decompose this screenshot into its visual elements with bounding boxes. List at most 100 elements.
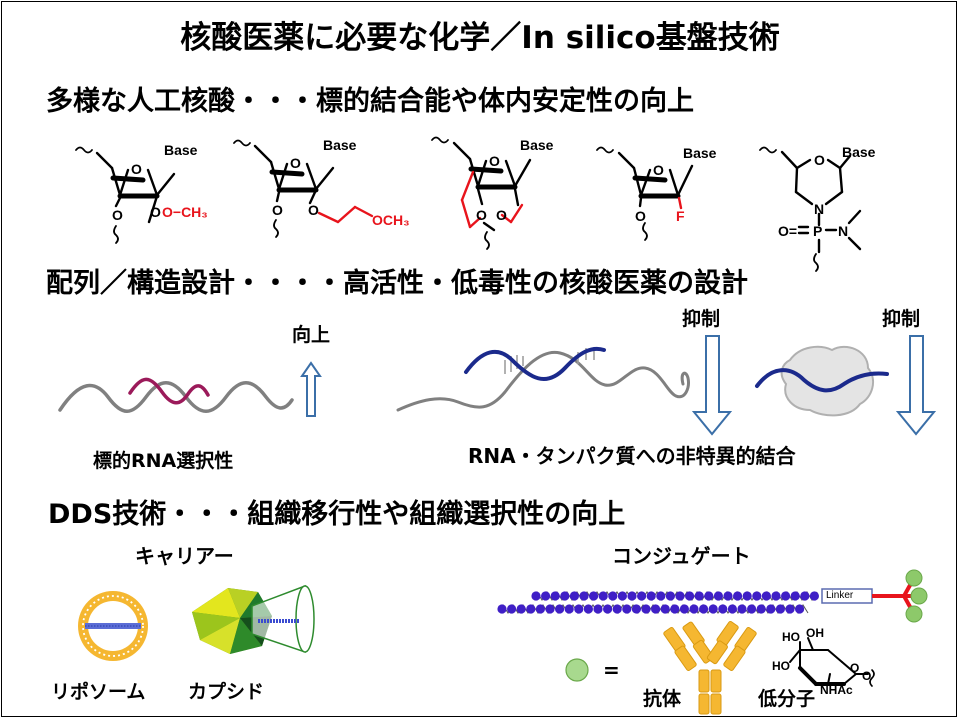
suppress-arrow-2 — [895, 335, 937, 436]
conjugate-title: コンジュゲート — [612, 544, 751, 568]
base-label: Base — [323, 137, 357, 153]
nucleotide-bead — [550, 591, 560, 601]
capsid — [192, 584, 315, 654]
protein-bound-oligo — [755, 368, 889, 393]
suppress-label-2: 抑制 — [882, 308, 921, 330]
nucleotide-bead — [593, 604, 603, 614]
base-label: Base — [520, 137, 554, 153]
nucleotide-bead — [564, 604, 574, 614]
nitrogen-label: N — [814, 201, 824, 217]
bound-oligo-strand — [464, 346, 606, 381]
nucleotide-bead — [617, 591, 628, 601]
nucleotide-bead — [608, 591, 618, 601]
nucleotide-bead — [809, 591, 820, 601]
liposome-label: リポソーム — [51, 681, 146, 703]
section-heading-dds: DDS技術・・・組織移行性や組織選択性の向上 — [48, 499, 626, 530]
nucleotide-bead — [747, 604, 757, 614]
nucleotide-bead — [685, 591, 695, 601]
structure-2-ome — [75, 146, 176, 244]
nucleotide-bead — [752, 591, 762, 601]
nucleotide-bead — [679, 604, 690, 614]
section-heading-artificial-nucleic-acids: 多様な人工核酸・・・標的結合能や体内安定性の向上 — [46, 86, 694, 117]
nucleotide-bead — [781, 591, 791, 601]
nucleotide-bead — [651, 604, 661, 614]
ligand-ball — [905, 569, 923, 587]
carrier-title: キャリアー — [135, 544, 234, 568]
antibody-label: 抗体 — [643, 688, 682, 710]
ho-label: HO — [782, 630, 800, 644]
nucleotide-bead — [641, 604, 651, 614]
ring-oxygen-label: O — [850, 661, 859, 675]
capsid-label: カプシド — [188, 681, 265, 703]
ring-oxygen-label: O — [489, 153, 500, 169]
nucleotide-bead — [579, 591, 589, 601]
nucleotide-bead — [800, 591, 810, 601]
nucleotide-bead — [589, 591, 599, 601]
nucleotide-bead — [646, 591, 656, 601]
nucleotide-bead — [694, 591, 704, 601]
nucleotide-bead — [622, 604, 632, 614]
nucleotide-bead — [727, 604, 738, 614]
oxygen-label: O — [635, 208, 646, 224]
nucleotide-bead — [733, 591, 743, 601]
nucleotide-bead — [569, 591, 580, 601]
nucleotide-bead — [631, 604, 642, 614]
nucleotide-bead — [497, 604, 507, 614]
nucleotide-bead — [627, 591, 637, 601]
nucleotide-bead — [526, 604, 536, 614]
liposome — [78, 591, 148, 661]
nucleotide-bead — [785, 604, 795, 614]
nucleotide-bead — [637, 591, 647, 601]
nucleotide-bead — [660, 604, 670, 614]
oxygen-label: O — [496, 207, 507, 223]
suppress-label-1: 抑制 — [682, 308, 721, 330]
antibody — [663, 621, 757, 715]
up-arrow — [300, 361, 322, 417]
structure-morpholino — [759, 146, 862, 272]
nucleotide-bead — [766, 604, 776, 614]
nucleotide-bead — [761, 591, 772, 601]
base-label: Base — [164, 142, 198, 158]
up-label: 向上 — [292, 324, 331, 346]
nhac-label: NHAc — [820, 683, 853, 697]
nucleotide-bead — [723, 591, 733, 601]
nucleotide-bead — [775, 604, 786, 614]
conjugate-backbone — [497, 591, 820, 614]
off-target-rna-strand — [396, 350, 690, 412]
nucleotide-bead — [689, 604, 699, 614]
ring-oxygen-label: O — [653, 162, 664, 178]
oxygen-label: O — [862, 669, 871, 683]
base-label: Base — [842, 144, 876, 160]
section-heading-sequence-design: 配列／構造設計・・・・高活性・低毒性の核酸医薬の設計 — [46, 268, 748, 299]
galnac-structure: HO OH HO O O NHAc — [772, 626, 875, 697]
nucleotide-bead — [598, 591, 608, 601]
nucleotide-bead — [756, 604, 766, 614]
oxygen-label: O — [112, 207, 123, 223]
nucleotide-bead — [612, 604, 622, 614]
nitrogen-label: N — [838, 223, 848, 239]
structure-2-fluoro — [596, 146, 694, 241]
nucleotide-bead — [670, 604, 680, 614]
base-label: Base — [683, 145, 717, 161]
nucleotide-bead — [541, 591, 551, 601]
nucleotide-bead — [718, 604, 728, 614]
oxygen-label: O — [272, 202, 283, 218]
nucleotide-bead — [560, 591, 570, 601]
nucleotide-bead — [574, 604, 584, 614]
phosphorus-label: P — [813, 223, 822, 239]
nucleotide-bead — [713, 591, 724, 601]
structure-2-moe — [233, 139, 374, 238]
ligand-legend-ball — [565, 658, 589, 682]
phosphoryl-oxygen-label: O= — [778, 223, 797, 239]
ligand-ball — [905, 605, 923, 623]
nucleotide-bead — [742, 591, 752, 601]
oxygen-label: O — [308, 202, 319, 218]
nucleotide-bead — [790, 591, 800, 601]
oxygen-label: O — [150, 204, 161, 220]
ho-label: HO — [772, 659, 790, 673]
structure-bridged — [431, 136, 532, 250]
nucleotide-bead — [771, 591, 781, 601]
